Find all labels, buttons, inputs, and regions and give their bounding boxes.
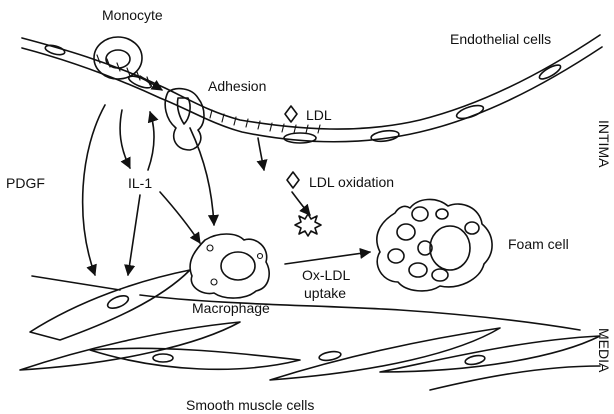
endothelial-layer (22, 35, 602, 143)
oxidation-burst-icon (295, 214, 321, 236)
oxldl-label-line2: uptake (304, 285, 346, 301)
oxldl-label-line1: Ox-LDL (302, 267, 350, 283)
adhesion-label: Adhesion (208, 78, 266, 94)
pdgf-label: PDGF (6, 175, 45, 191)
ldl-oxidation-label: LDL oxidation (309, 174, 394, 190)
adhering-monocyte (165, 89, 204, 150)
il1-label: IL-1 (128, 175, 152, 191)
endothelial-cells-label: Endothelial cells (450, 31, 551, 47)
media-label: MEDIA (596, 328, 612, 373)
foam-cell-label: Foam cell (508, 236, 569, 252)
ldl-particle-icon (285, 106, 297, 122)
foam-cell (377, 199, 492, 291)
monocyte-cell (94, 37, 142, 79)
monocyte-label: Monocyte (102, 7, 163, 23)
macrophage-label: Macrophage (192, 300, 270, 316)
ldl-oxidized-particle-icon (287, 172, 299, 188)
macrophage-cell (190, 234, 269, 298)
smooth-muscle-cells-label: Smooth muscle cells (186, 397, 314, 413)
ldl-label: LDL (306, 107, 332, 123)
intima-label: INTIMA (596, 120, 612, 168)
